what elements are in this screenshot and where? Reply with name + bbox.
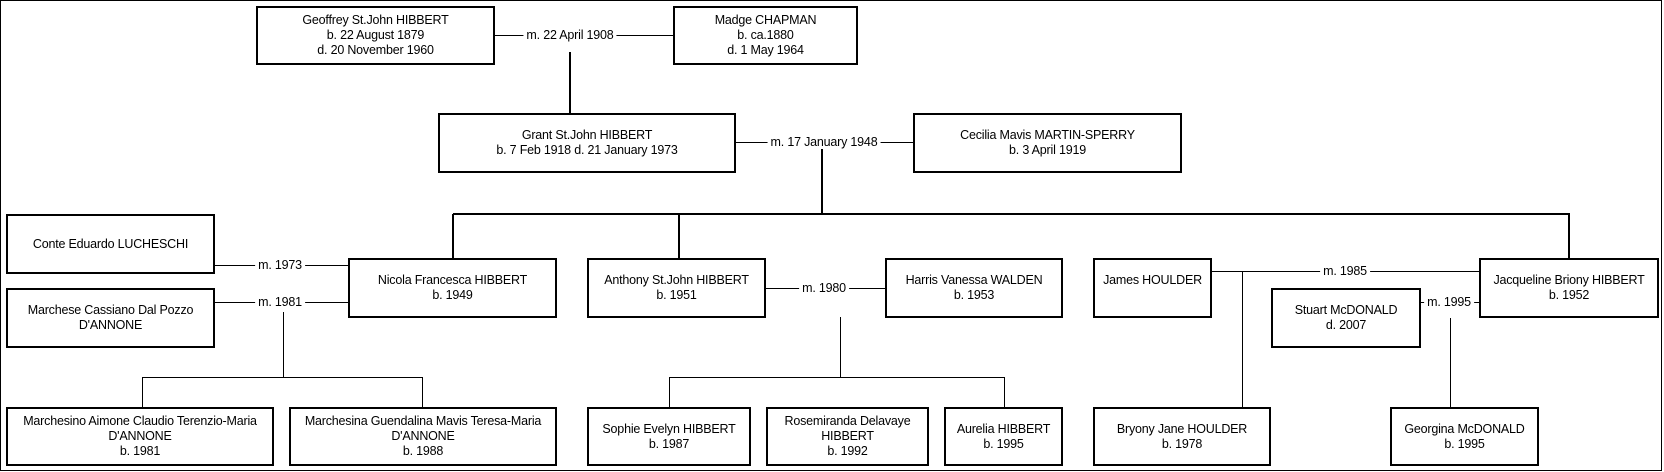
person-detail: b. 1995	[1444, 436, 1485, 451]
person-detail: d. 20 November 1960	[317, 43, 434, 57]
person-name: Conte Eduardo LUCHESCHI	[32, 236, 189, 251]
person-detail: D'ANNONE	[78, 318, 143, 332]
person-detail: d. 1 May 1964	[727, 43, 804, 57]
person-detail: HIBBERT	[821, 429, 874, 443]
person-name: Madge CHAPMAN	[714, 13, 817, 27]
person-detail: b. 1988	[402, 444, 444, 458]
person-name: Georgina McDONALD	[1404, 421, 1525, 436]
person-name: Aurelia HIBBERT	[956, 421, 1051, 436]
person-detail: b. 7 Feb 1918 d. 21 January 1973	[496, 143, 678, 157]
connector-line-vertical	[840, 317, 841, 377]
person-detail: d. 2007	[1325, 318, 1367, 332]
person-name: Jacqueline Briony HIBBERT	[1493, 273, 1645, 287]
person-name: James HOULDER	[1103, 273, 1202, 287]
connector-line-vertical	[422, 377, 423, 407]
person-name: Bryony Jane HOULDER	[1116, 421, 1248, 436]
connector-line-horizontal	[453, 213, 1570, 215]
person-name: Sophie Evelyn HIBBERT	[602, 421, 736, 436]
connector-line-horizontal	[142, 377, 422, 378]
marriage-label-anthony-harris: m. 1980	[799, 281, 849, 295]
marriage-label-conte-nicola: m. 1973	[255, 258, 305, 272]
marriage-label-marchese-nicola: m. 1981	[255, 295, 305, 309]
connector-line-vertical	[1242, 271, 1243, 407]
connector-line-vertical	[452, 214, 454, 258]
connector-line-vertical	[142, 377, 143, 407]
connector-line-horizontal	[669, 377, 1004, 378]
person-box-james[interactable]: James HOULDER	[1093, 258, 1212, 318]
person-detail: b. 1953	[953, 288, 995, 302]
person-detail: b. 3 April 1919	[1009, 143, 1086, 157]
connector-line-vertical	[1568, 214, 1570, 258]
person-detail: D'ANNONE	[391, 429, 455, 443]
marriage-label-grant-cecilia: m. 17 January 1948	[767, 135, 881, 149]
person-detail: b. ca.1880	[737, 28, 794, 42]
person-detail: b. 1987	[648, 436, 690, 451]
connector-line-vertical	[283, 312, 284, 377]
person-name: Grant St.John HIBBERT	[521, 128, 653, 142]
person-detail: b. 1981	[119, 444, 161, 458]
person-box-conte[interactable]: Conte Eduardo LUCHESCHI	[6, 214, 215, 274]
person-name: Geoffrey St.John HIBBERT	[302, 13, 449, 27]
marriage-label-james-jacqueline: m. 1985	[1320, 264, 1370, 278]
person-name: Cecilia Mavis MARTIN-SPERRY	[960, 128, 1135, 142]
marriage-label-geoffrey-madge: m. 22 April 1908	[523, 28, 617, 42]
person-box-marchesino[interactable]: Marchesino Aimone Claudio Terenzio-Maria…	[6, 407, 274, 466]
person-name: Marchesino Aimone Claudio Terenzio-Maria	[23, 414, 257, 428]
connector-line-vertical	[1004, 377, 1005, 407]
marriage-label-stuart-jacqueline: m. 1995	[1424, 295, 1474, 309]
person-name: Marchese Cassiano Dal Pozzo	[27, 303, 194, 317]
person-detail: b. 1978	[1161, 436, 1203, 451]
person-detail: b. 1952	[1548, 288, 1590, 302]
connector-line-vertical	[678, 214, 680, 258]
person-detail: b. 1951	[656, 288, 697, 302]
person-name: Anthony St.John HIBBERT	[604, 273, 749, 287]
connector-line-vertical	[669, 377, 670, 407]
person-name: Rosemiranda Delavaye	[784, 414, 911, 428]
person-name: Harris Vanessa WALDEN	[905, 273, 1043, 287]
connector-line-vertical	[821, 142, 823, 214]
person-detail: b. 1949	[432, 288, 473, 302]
person-detail: D'ANNONE	[108, 429, 172, 443]
person-detail: b. 1992	[827, 444, 868, 458]
person-detail: b. 1995	[983, 436, 1024, 451]
person-name: Marchesina Guendalina Mavis Teresa-Maria	[304, 414, 542, 428]
person-name: Stuart McDONALD	[1294, 303, 1398, 317]
connector-line-vertical	[1450, 318, 1451, 407]
person-name: Nicola Francesca HIBBERT	[377, 273, 528, 287]
connector-line-vertical	[569, 52, 571, 113]
person-detail: b. 22 August 1879	[326, 28, 425, 42]
person-box-marchesina[interactable]: Marchesina Guendalina Mavis Teresa-Maria…	[289, 407, 557, 466]
